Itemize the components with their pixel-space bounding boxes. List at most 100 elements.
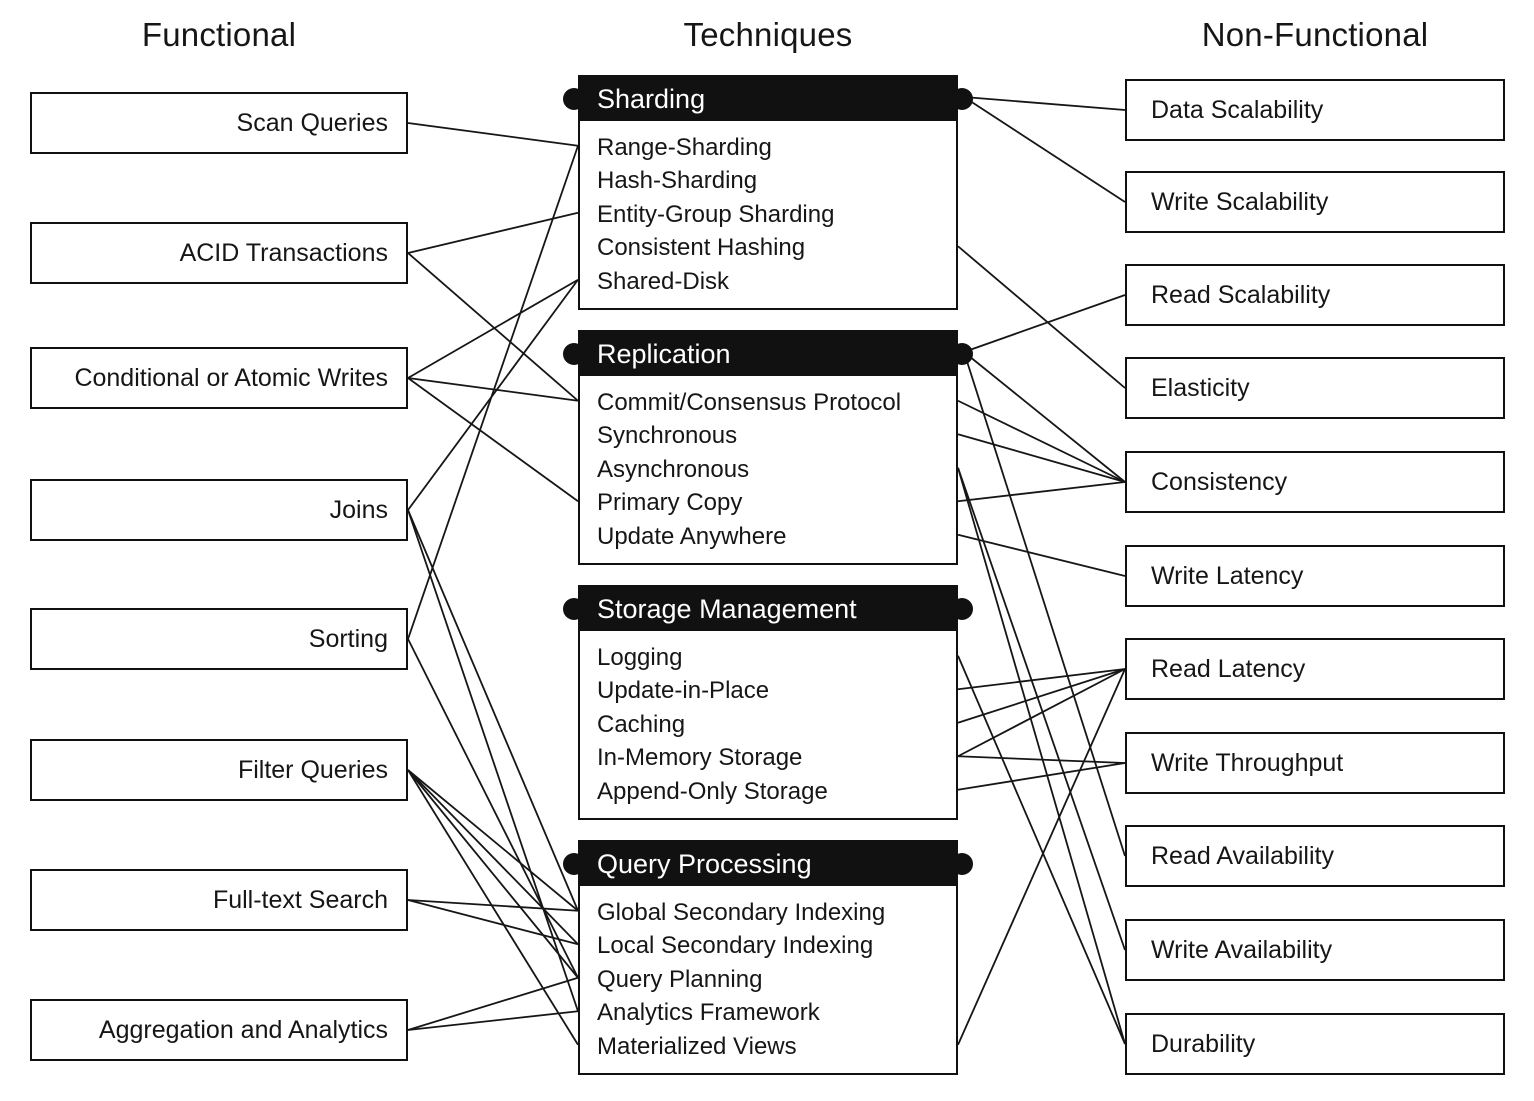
technique-item-analytics-framework: Analytics Framework (597, 999, 820, 1027)
non-functional-box-data-scalability: Data Scalability (1125, 79, 1505, 141)
non-functional-label: Consistency (1151, 467, 1288, 496)
connector-line (407, 638, 579, 979)
technique-group-title: Query Processing (597, 848, 812, 879)
technique-item-query-planning: Query Planning (597, 965, 763, 993)
connector-line (407, 509, 579, 1012)
non-functional-box-consistency: Consistency (1125, 451, 1505, 513)
non-functional-box-read-scalability: Read Scalability (1125, 264, 1505, 326)
connector-line (957, 755, 1126, 764)
connector-line (963, 351, 1126, 857)
functional-label: Filter Queries (237, 755, 388, 784)
connector-line (407, 899, 579, 912)
connector-line (957, 668, 1126, 724)
connector-line (407, 769, 579, 912)
technique-item-entity-group-sharding: Entity-Group Sharding (597, 200, 835, 228)
connector-line (957, 762, 1126, 791)
technique-item-caching: Caching (597, 710, 686, 738)
functional-label: Conditional or Atomic Writes (74, 363, 388, 392)
non-functional-box-write-availability: Write Availability (1125, 919, 1505, 981)
technique-item-update-anywhere: Update Anywhere (597, 522, 787, 550)
technique-group-title: Sharding (597, 83, 706, 114)
connector-line (407, 1010, 579, 1031)
connector-line (407, 211, 579, 254)
technique-item-primary-copy: Primary Copy (597, 489, 743, 517)
connector-line (407, 976, 579, 1031)
technique-item-consistent-hashing: Consistent Hashing (597, 234, 806, 262)
non-functional-box-write-scalability: Write Scalability (1125, 171, 1505, 233)
technique-item-in-memory-storage: In-Memory Storage (597, 744, 803, 772)
non-functional-label: Write Throughput (1151, 748, 1344, 777)
connector-dot-right (951, 88, 973, 110)
non-functional-box-write-throughput: Write Throughput (1125, 732, 1505, 794)
connector-dot-left (563, 88, 585, 110)
technique-group-header: Replication (563, 332, 973, 376)
functional-label: Full-text Search (212, 885, 388, 914)
non-functional-label: Durability (1151, 1029, 1256, 1058)
connector-line (957, 481, 1126, 503)
functional-label: Joins (329, 495, 388, 524)
connector-dot-right (951, 343, 973, 365)
non-functional-box-elasticity: Elasticity (1125, 357, 1505, 419)
connector-line (957, 668, 1126, 691)
connector-line (957, 668, 1126, 1046)
technique-item-update-in-place: Update-in-Place (597, 677, 770, 705)
functional-box-acid-transactions: ACID Transactions (30, 222, 408, 284)
column-title-non-functional: Non-Functional (1201, 16, 1429, 53)
connector-line (957, 533, 1126, 577)
connector-line (407, 769, 579, 1046)
connector-line (407, 122, 579, 147)
functional-box-joins: Joins (30, 479, 408, 541)
functional-label: Scan Queries (236, 108, 388, 137)
technique-item-local-secondary-indexing: Local Secondary Indexing (597, 932, 874, 960)
non-functional-label: Elasticity (1151, 373, 1250, 402)
connector-line (957, 399, 1126, 483)
technique-item-range-sharding: Range-Sharding (597, 133, 772, 161)
non-functional-label: Write Scalability (1151, 187, 1329, 216)
technique-item-materialized-views: Materialized Views (597, 1032, 797, 1060)
functional-box-filter-queries: Filter Queries (30, 739, 408, 801)
connector-line (407, 145, 579, 640)
connector-dot-right (951, 853, 973, 875)
technique-item-commit-consensus-protocol: Commit/Consensus Protocol (597, 388, 902, 416)
functional-box-full-text-search: Full-text Search (30, 869, 408, 931)
connector-line (407, 769, 579, 945)
connector-line (957, 433, 1126, 483)
functional-label: ACID Transactions (179, 238, 388, 267)
connector-dot-left (563, 853, 585, 875)
non-functional-label: Read Latency (1151, 654, 1306, 683)
connector-line (963, 351, 1126, 483)
column-title-functional: Functional (141, 16, 297, 53)
technique-group-header: Storage Management (563, 587, 973, 631)
column-title-techniques: Techniques (683, 16, 853, 53)
connector-line (407, 278, 579, 379)
connector-line (957, 245, 1126, 389)
functional-box-sorting: Sorting (30, 608, 408, 670)
non-functional-box-durability: Durability (1125, 1013, 1505, 1075)
technique-item-append-only-storage: Append-Only Storage (597, 777, 828, 805)
connector-line (407, 279, 579, 511)
technique-item-synchronous: Synchronous (597, 422, 738, 450)
non-functional-label: Read Scalability (1151, 280, 1331, 309)
connector-line (407, 899, 579, 946)
connector-line (963, 96, 1126, 111)
functional-label: Aggregation and Analytics (98, 1015, 388, 1044)
functional-box-aggregation-and-analytics: Aggregation and Analytics (30, 999, 408, 1061)
connector-line (963, 294, 1126, 353)
connector-dot-right (951, 598, 973, 620)
functional-box-scan-queries: Scan Queries (30, 92, 408, 154)
connector-line (957, 668, 1126, 758)
non-functional-label: Write Latency (1151, 561, 1304, 590)
connector-line (407, 252, 579, 402)
connector-line (407, 769, 579, 979)
connector-line (963, 96, 1126, 203)
technique-group-header: Query Processing (563, 842, 973, 886)
non-functional-label: Data Scalability (1151, 95, 1324, 124)
non-functional-label: Write Availability (1151, 935, 1333, 964)
non-functional-label: Read Availability (1151, 841, 1334, 870)
